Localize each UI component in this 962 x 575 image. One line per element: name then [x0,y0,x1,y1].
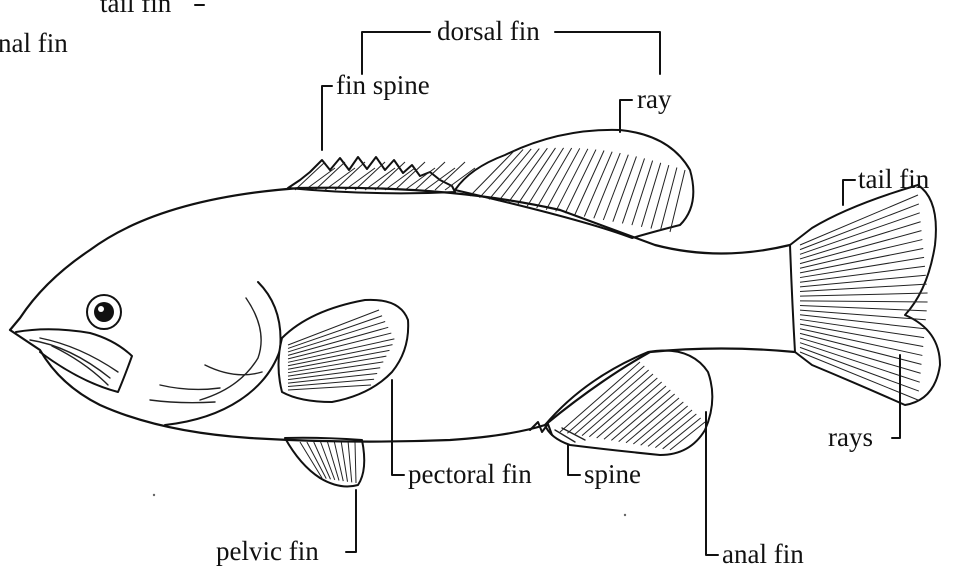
gill-cover [165,282,281,425]
label-fin-spine: fin spine [336,70,430,100]
tail-fin-leader [843,180,855,205]
label-dorsal-fin: dorsal fin [437,16,540,46]
pelvic-fin-leader [346,490,356,552]
pelvic-fin [285,438,364,487]
label-ray: ray [637,84,672,114]
ray-leader [620,100,632,132]
anal-fin-leader [706,412,718,555]
soft-dorsal-fin [455,130,693,238]
fish-mouth [16,329,132,392]
label-spine: spine [584,459,641,489]
pectoral-fin-leader [392,380,404,475]
spine-leader [568,445,580,475]
label-anal-fin: anal fin [722,539,804,569]
label-rays: rays [828,422,873,452]
label-pelvic-fin: pelvic fin [216,536,319,566]
label-tail-fin: tail fin [858,164,930,194]
label-pectoral-fin: pectoral fin [408,459,532,489]
fin-spine-leader [322,86,332,150]
cut-off-label-2: nal fin [0,28,68,58]
cut-off-label-1: tail fin [100,0,172,18]
